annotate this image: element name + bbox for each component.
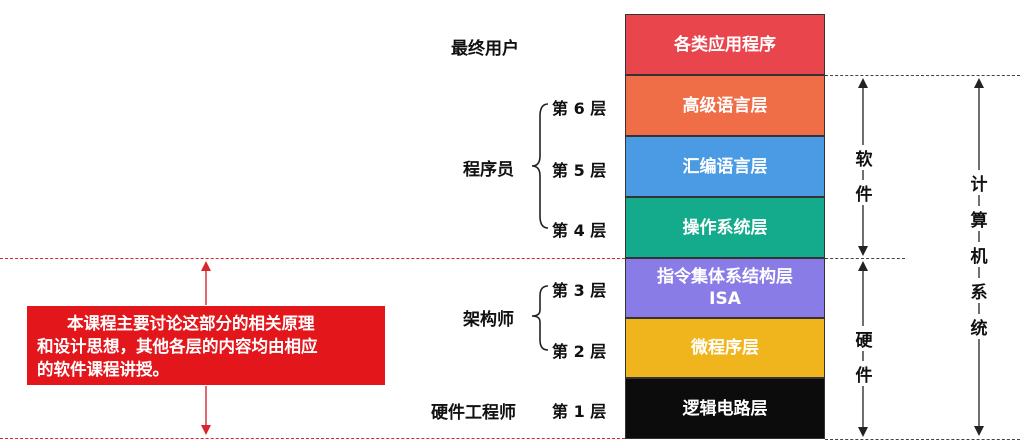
note-line-2: 和设计思想，其他各层的内容均由相应 — [37, 337, 318, 356]
computer-system-char-5: 统 — [967, 314, 991, 339]
layer-label: 各类应用程序 — [674, 34, 776, 55]
level-5: 第 5 层 — [552, 161, 607, 180]
hardware-char-1: 硬 — [852, 326, 876, 351]
layer-label: 指令集体系结构层 — [657, 267, 793, 287]
level-2: 第 2 层 — [552, 342, 607, 361]
layer-assembly-language: 汇编语言层 — [625, 136, 825, 197]
layer-label: 微程序层 — [691, 338, 759, 358]
layer-label: 操作系统层 — [682, 217, 768, 238]
note-line-3: 的软件课程讲授。 — [37, 360, 169, 379]
role-end-user: 最终用户 — [451, 39, 519, 59]
layer-label: 高级语言层 — [682, 95, 768, 116]
boundary-bottom-red-line — [0, 438, 625, 439]
note-line-1: 本课程主要讨论这部分的相关原理 — [67, 314, 315, 333]
programmer-brace — [531, 103, 549, 229]
course-scope-note: 本课程主要讨论这部分的相关原理 和设计思想，其他各层的内容均由相应 的软件课程讲… — [27, 306, 385, 385]
layer-isa: 指令集体系结构层 ISA — [625, 258, 825, 318]
boundary-top-red-line — [0, 258, 625, 259]
computer-system-char-4: 系 — [967, 278, 991, 303]
role-architect: 架构师 — [463, 310, 514, 330]
layer-microprogram: 微程序层 — [625, 318, 825, 378]
layer-applications: 各类应用程序 — [625, 14, 825, 75]
software-hardware-line — [825, 258, 905, 259]
computer-system-char-2: 算 — [967, 206, 991, 231]
computer-system-char-1: 计 — [967, 170, 991, 195]
level-4: 第 4 层 — [552, 221, 607, 240]
role-hardware-engineer: 硬件工程师 — [431, 403, 516, 423]
system-bottom-line — [825, 439, 1020, 440]
software-top-line — [825, 75, 1020, 76]
architect-brace — [531, 285, 549, 351]
role-programmer: 程序员 — [463, 160, 514, 180]
level-1: 第 1 层 — [552, 402, 607, 421]
layer-operating-system: 操作系统层 — [625, 197, 825, 258]
layer-label: 逻辑电路层 — [682, 398, 768, 419]
software-char-1: 软 — [852, 145, 876, 170]
layer-high-level-language: 高级语言层 — [625, 75, 825, 136]
level-3: 第 3 层 — [552, 281, 607, 300]
red-range-arrow — [201, 261, 211, 435]
software-char-2: 件 — [852, 180, 876, 205]
level-6: 第 6 层 — [552, 99, 607, 118]
layer-label: 汇编语言层 — [682, 156, 768, 177]
layer-sublabel: ISA — [709, 289, 741, 309]
layer-logic-circuit: 逻辑电路层 — [625, 378, 825, 439]
hardware-char-2: 件 — [852, 361, 876, 386]
computer-system-char-3: 机 — [967, 242, 991, 267]
